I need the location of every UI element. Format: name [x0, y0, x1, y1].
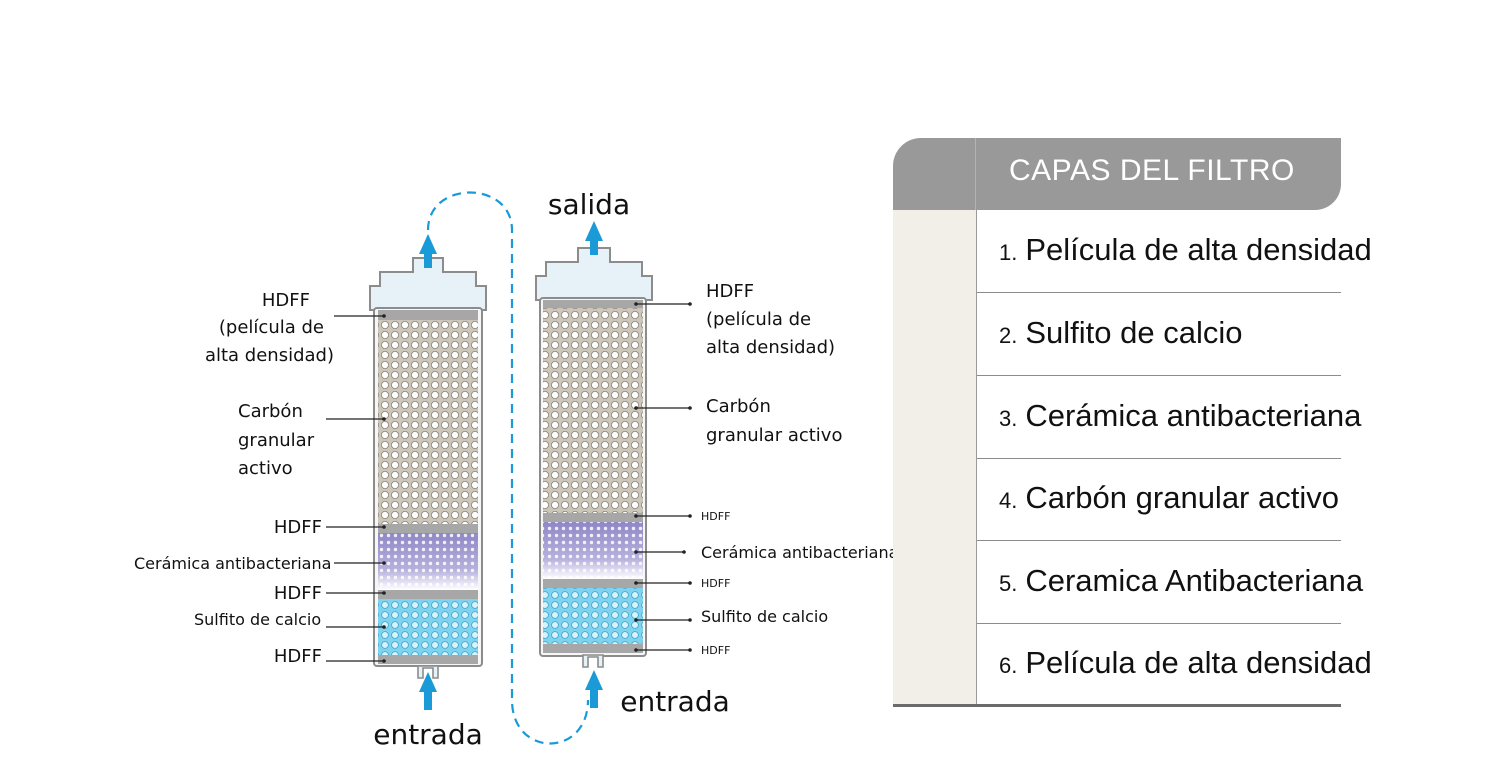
arrow-left-out	[419, 234, 437, 268]
legend-item-number: 3.	[999, 406, 1018, 431]
legend-item: 6. Película de alta densidad	[999, 645, 1372, 681]
legend-item: 1. Película de alta densidad	[999, 232, 1372, 268]
right-inlet-nozzle	[582, 654, 604, 668]
legend-item-number: 2.	[999, 323, 1018, 348]
left-label-carbon-2: granular	[238, 430, 315, 451]
legend-row: 3. Cerámica antibacteriana	[977, 376, 1361, 459]
legend-item-number: 1.	[999, 240, 1018, 265]
left-label-carbon-1: Carbón	[238, 401, 303, 422]
left-hdff-layer-bottom	[378, 655, 478, 664]
legend-row: 2. Sulfito de calcio	[977, 293, 1341, 376]
left-hdff-layer-3	[378, 590, 478, 599]
right-carbon-layer	[543, 308, 643, 513]
legend-item-number: 6.	[999, 653, 1018, 678]
left-hdff-layer-top	[378, 310, 478, 320]
right-cartridge	[535, 247, 653, 668]
legend-bottom-rule	[893, 704, 1341, 707]
right-cap	[535, 247, 653, 301]
right-hdff-layer-3	[543, 579, 643, 588]
right-label-hdff-3: HDFF	[701, 577, 730, 590]
right-label-hdff-top-2: (película de	[706, 309, 811, 330]
legend-row: 4. Carbón granular activo	[977, 458, 1341, 541]
legend-row: 5. Ceramica Antibacteriana	[977, 541, 1363, 624]
left-label-hdff-top-2: (película de	[219, 317, 324, 338]
label-entrada-right: entrada	[620, 685, 730, 718]
left-label-hdff-top-1: HDFF	[262, 290, 310, 311]
right-label-sulfito: Sulfito de calcio	[701, 607, 828, 626]
leader-dots	[382, 302, 692, 663]
left-carbon-layer	[378, 320, 478, 524]
legend-item: 2. Sulfito de calcio	[999, 315, 1242, 351]
left-label-hdff-2: HDFF	[274, 517, 322, 538]
arrow-right-out	[585, 221, 603, 255]
legend-item: 3. Cerámica antibacteriana	[999, 398, 1361, 434]
legend-column-divider	[976, 210, 977, 705]
right-hdff-layer-2	[543, 513, 643, 522]
left-label-hdff-4: HDFF	[274, 646, 322, 667]
legend-item-text: Carbón granular activo	[1025, 480, 1339, 515]
leader-lines	[326, 303, 690, 662]
left-inlet-nozzle	[417, 665, 439, 679]
right-ceramic-dots	[543, 522, 643, 579]
legend-item-text: Película de alta densidad	[1025, 232, 1372, 267]
right-label-hdff-top-1: HDFF	[706, 281, 754, 302]
right-label-hdff-2: HDFF	[701, 510, 730, 523]
right-label-hdff-top-3: alta densidad)	[706, 337, 835, 358]
label-entrada-left: entrada	[373, 718, 483, 751]
legend-item-text: Sulfito de calcio	[1025, 315, 1243, 350]
legend-item: 4. Carbón granular activo	[999, 480, 1339, 516]
legend-row: 1. Película de alta densidad	[977, 210, 1372, 293]
left-label-sulfito: Sulfito de calcio	[194, 610, 321, 629]
water-flow-path	[426, 191, 590, 745]
legend-item-number: 4.	[999, 488, 1018, 513]
legend-item-text: Película de alta densidad	[1025, 645, 1372, 680]
left-cartridge	[369, 257, 487, 679]
right-hdff-layer-top	[543, 300, 643, 308]
arrow-left-in	[419, 672, 437, 710]
legend-item-number: 5.	[999, 571, 1018, 596]
left-label-carbon-3: activo	[238, 458, 293, 479]
right-hdff-layer-bottom	[543, 644, 643, 653]
left-ceramic-dots	[378, 533, 478, 590]
right-label-carbon-1: Carbón	[706, 396, 771, 417]
left-label-ceramica: Cerámica antibacteriana	[134, 554, 331, 573]
arrow-right-in	[585, 670, 603, 708]
label-salida: salida	[548, 188, 630, 221]
legend-header-divider	[975, 138, 976, 210]
right-label-ceramica: Cerámica antibacteriana	[701, 543, 898, 562]
legend-index-column	[893, 210, 976, 705]
right-label-carbon-2: granular activo	[706, 425, 842, 446]
legend-item: 5. Ceramica Antibacteriana	[999, 563, 1363, 599]
legend-row: 6. Película de alta densidad	[977, 623, 1372, 705]
legend-title: CAPAS DEL FILTRO	[1009, 154, 1295, 187]
right-sulfite-layer	[543, 588, 643, 644]
left-label-hdff-3: HDFF	[274, 583, 322, 604]
legend-item-text: Ceramica Antibacteriana	[1025, 563, 1364, 598]
left-label-hdff-top-3: alta densidad)	[205, 345, 334, 366]
legend-item-text: Cerámica antibacteriana	[1025, 398, 1362, 433]
legend-header: CAPAS DEL FILTRO	[893, 138, 1341, 210]
left-sulfite-layer	[378, 599, 478, 655]
filter-layers-legend: CAPAS DEL FILTRO 1. Película de alta dens…	[893, 138, 1413, 708]
left-hdff-layer-2	[378, 524, 478, 533]
left-cap	[369, 257, 487, 311]
right-label-hdff-4: HDFF	[701, 644, 730, 657]
